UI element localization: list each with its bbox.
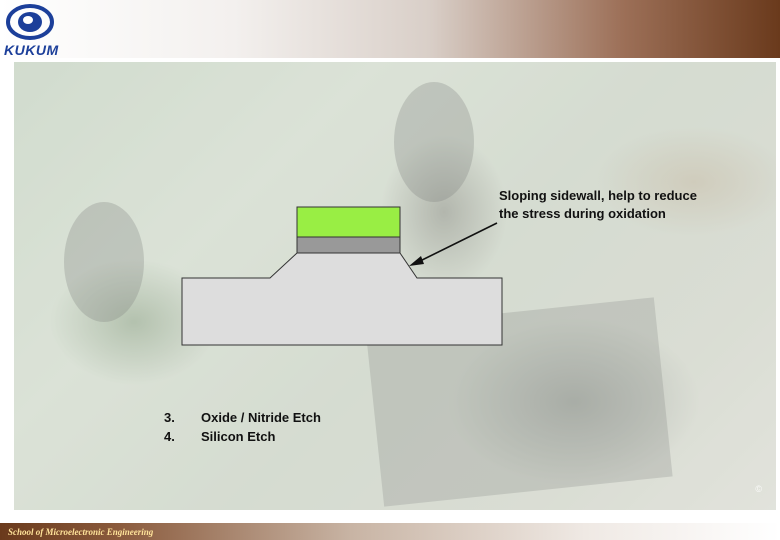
header-bar (0, 0, 780, 58)
sidewall-annotation: Sloping sidewall, help to reduce the str… (499, 187, 729, 223)
step-item: 3. Oxide / Nitride Etch (164, 408, 321, 427)
kukum-logo-icon (6, 4, 54, 40)
silicon-substrate (181, 252, 503, 346)
annotation-line: the stress during oxidation (499, 206, 666, 221)
step-number: 3. (164, 410, 175, 425)
logo-text: KUKUM (4, 42, 59, 58)
step-list: 3. Oxide / Nitride Etch 4. Silicon Etch (164, 408, 321, 446)
step-label: Oxide / Nitride Etch (201, 410, 321, 425)
arrow-head-icon (409, 256, 424, 266)
footer-bar (0, 523, 780, 540)
step-number: 4. (164, 429, 175, 444)
annotation-arrow (413, 222, 498, 265)
background-capacitor (394, 82, 474, 202)
background-capacitor (64, 202, 144, 322)
annotation-line: Sloping sidewall, help to reduce (499, 188, 697, 203)
step-item: 4. Silicon Etch (164, 427, 321, 446)
footer-text: School of Microelectronic Engineering (8, 527, 154, 537)
watermark: © (755, 484, 762, 494)
background-photo: © (14, 62, 776, 510)
step-label: Silicon Etch (201, 429, 276, 444)
oxide-layer (296, 236, 401, 254)
nitride-layer (296, 206, 401, 238)
